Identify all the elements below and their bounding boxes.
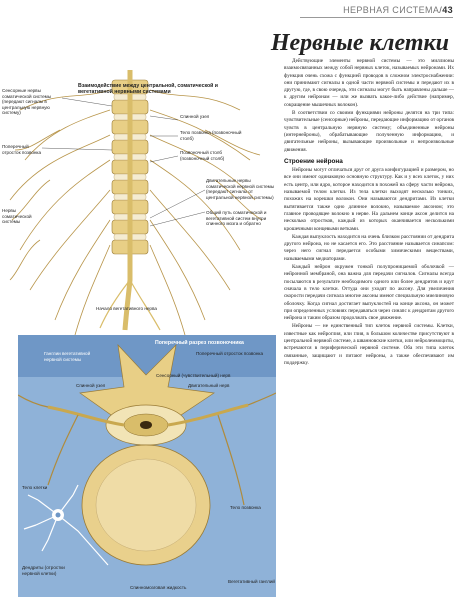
label-motor-nerves: Двигательные нервы соматической нервной … [206,178,275,200]
label-vegetative-nerve-start: Начало вегетативного нерва [96,306,157,311]
label-transverse-process-lower: Поперечный отросток позвонка [196,351,264,356]
paragraph-2: В соответствии со своими функциями нейро… [284,110,454,153]
label-spinal-ganglion-lower: Спинной узел [76,383,106,388]
page-title: Нервные клетки [270,30,449,56]
label-spinal-column: Позвоночный столб (позвоночный столб) [180,150,225,161]
spine-illustration: Взаимодействие между центральной, сомати… [0,50,280,350]
label-transverse-process: Поперечный отросток позвонка [2,144,42,155]
label-vegetative-ganglion: Вегетативный ганглий [228,579,275,584]
paragraph-3: Нейроны могут отличаться друг от друга к… [284,167,454,232]
label-dendrites: Дендриты (отростки нервной клетки) [22,565,65,576]
label-vertebra-body-lower: Тело позвонка [230,505,261,510]
label-cell-body: Тело клетки [22,485,48,490]
label-somatic-nerves: Нервы соматической системы [2,208,32,225]
header-separator: / [439,5,443,15]
paragraph-1: Действующие элементы нервной системы — э… [284,58,454,108]
cross-section-title: Поперечный разрез позвоночника [155,340,244,346]
label-sensory-root: Сенсорный (чувствительный) нерв [156,373,231,378]
label-spinal-ganglion: Спинной узел [180,114,210,119]
paragraph-6: Нейроны — не единственный тип клеток нер… [284,323,454,366]
spine-drawing [9,70,263,336]
label-ganglion-cells: Ганглии вегетативной нервной системы [44,351,91,362]
panel-top-band [18,335,276,377]
upper-figure-caption: Взаимодействие между центральной, сомати… [78,83,218,95]
label-sensory-nerves: Сенсорные нервы соматической системы (пе… [2,88,52,116]
running-header: НЕРВНАЯ СИСТЕМА/43 [343,5,453,15]
article-body: Действующие элементы нервной системы — э… [284,58,454,368]
cross-section-drawing [18,343,276,566]
paragraph-4: Каждая выпуклость находится на очень бли… [284,233,454,262]
section-heading-structure: Строение нейрона [284,157,343,165]
page-number: 43 [442,5,453,15]
section-name: НЕРВНАЯ СИСТЕМА [343,5,440,15]
header-rule [300,17,453,18]
label-motor-root: Двигательный нерв [188,383,230,388]
paragraph-5: Каждый нейрон окружен тонкой полупроница… [284,264,454,322]
label-common-path: Общий путь соматической и вегетативной с… [206,210,267,227]
cross-section-panel: Ганглии вегетативной нервной системы Поп… [18,335,276,597]
label-csf: Спинномозговая жидкость [130,585,187,590]
label-vertebra-body: Тело позвонка (позвоночный столб) [180,130,242,141]
